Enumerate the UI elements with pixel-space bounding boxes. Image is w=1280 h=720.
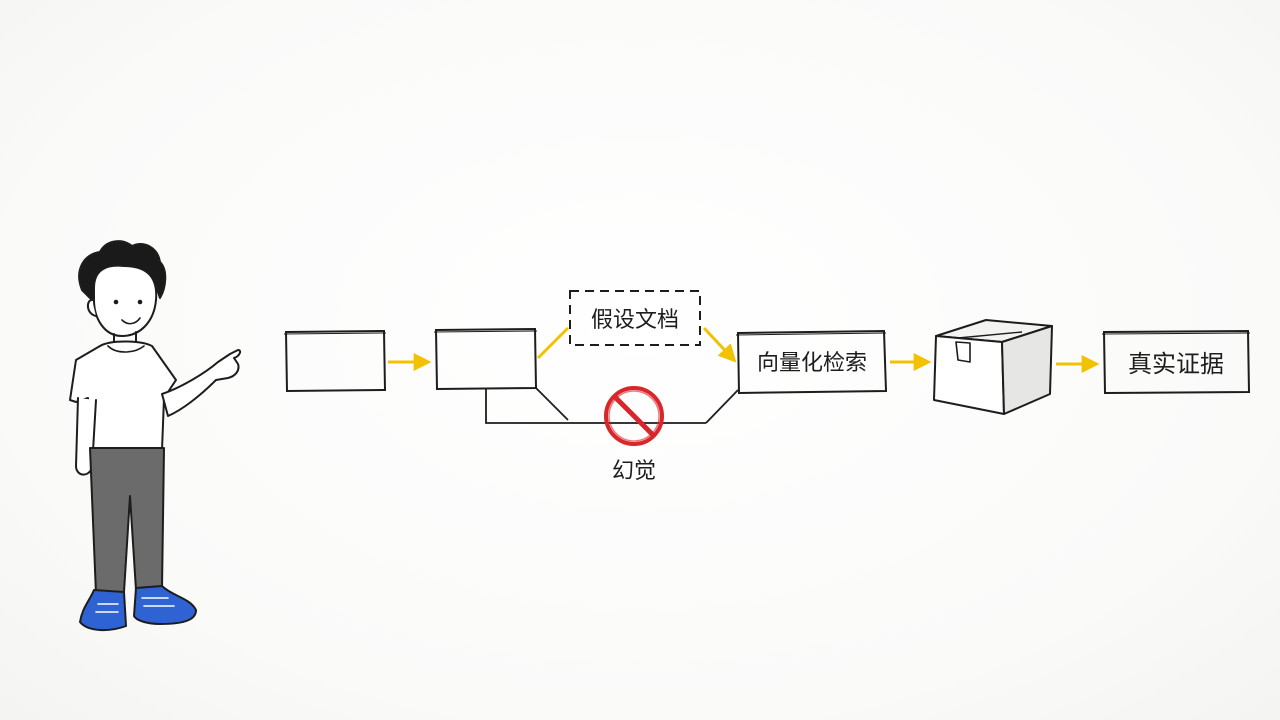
arrow-llm-to-hypothetical: [536, 326, 570, 360]
vector-search-node: 向量化检索: [735, 329, 888, 395]
hypothetical-doc-node: 假设文档: [569, 290, 701, 346]
person-pointing-icon: [69, 240, 242, 632]
person-pointing-arm: [161, 349, 242, 417]
prohibited-icon: [604, 386, 664, 446]
cardboard-box-icon: [933, 319, 1053, 415]
person-pants: [89, 447, 165, 595]
empty-llm-box: [433, 327, 538, 391]
person-face: [93, 264, 158, 337]
person-left-shoe: [79, 589, 127, 632]
person-right-shoe: [133, 585, 197, 625]
real-evidence-node: 真实证据: [1101, 329, 1251, 395]
arrow-hypothetical-to-search: [702, 326, 737, 363]
empty-query-box: [283, 329, 387, 393]
hallucination-branch: [485, 387, 739, 424]
hypothetical-doc-label: 假设文档: [591, 308, 679, 333]
real-evidence-label: 真实证据: [1128, 350, 1224, 378]
vector-search-label: 向量化检索: [757, 351, 867, 376]
hallucination-label: 幻觉: [612, 459, 656, 484]
